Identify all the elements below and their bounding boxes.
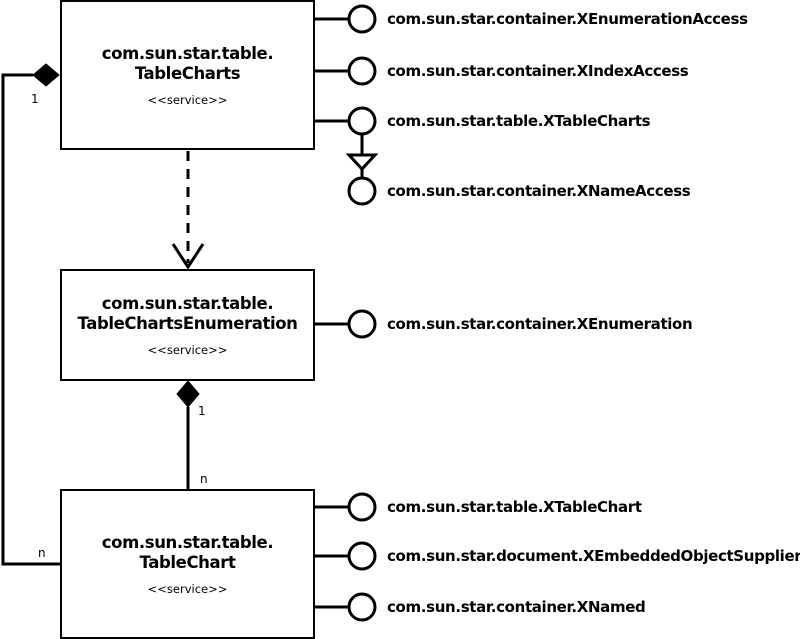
service-title-line1: com.sun.star.table. [101, 43, 274, 63]
interface-lollipop [347, 309, 377, 339]
service-stereotype: <<service>> [147, 92, 228, 107]
multiplicity-label: n [38, 546, 46, 560]
multiplicity-label: 1 [31, 92, 39, 106]
composition-line [1, 73, 61, 566]
service-title-line1: com.sun.star.table. [101, 532, 274, 552]
interface-lollipop [347, 106, 377, 136]
service-title: com.sun.star.table. TableChartsEnumerati… [77, 294, 297, 334]
interface-lollipop [347, 541, 377, 571]
interface-label-xembeddedobjectsupplier: com.sun.star.document.XEmbeddedObjectSup… [387, 547, 800, 565]
service-box-tablecharts: com.sun.star.table. TableCharts <<servic… [60, 0, 315, 150]
composition-diamond [32, 63, 60, 87]
service-box-tablechart: com.sun.star.table. TableChart <<service… [60, 489, 315, 639]
service-title-line2: TableCharts [134, 63, 241, 83]
multiplicity-label: 1 [198, 404, 206, 418]
interface-label-xenumeration: com.sun.star.container.XEnumeration [387, 315, 693, 333]
interface-label-xtablecharts: com.sun.star.table.XTableCharts [387, 112, 651, 130]
service-title: com.sun.star.table. TableChart [101, 532, 274, 573]
multiplicity-label: n [200, 472, 208, 486]
interface-lollipop [347, 4, 377, 34]
interface-label-xnameaccess: com.sun.star.container.XNameAccess [387, 182, 691, 200]
service-box-tablechartsenumeration: com.sun.star.table. TableChartsEnumerati… [60, 269, 315, 381]
interface-lollipop [347, 592, 377, 622]
interface-lollipop [347, 176, 377, 206]
composition-diamond [176, 380, 200, 408]
interface-lollipop [347, 492, 377, 522]
inheritance-triangle [345, 153, 379, 172]
dependency-arrowhead [171, 243, 205, 270]
interface-label-xtablechart: com.sun.star.table.XTableChart [387, 498, 642, 516]
service-stereotype: <<service>> [147, 581, 228, 596]
service-stereotype: <<service>> [147, 342, 228, 357]
service-title: com.sun.star.table. TableCharts [101, 43, 274, 84]
interface-label-xindexaccess: com.sun.star.container.XIndexAccess [387, 62, 689, 80]
interface-label-xenumerationaccess: com.sun.star.container.XEnumerationAcces… [387, 10, 748, 28]
interface-lollipop [347, 56, 377, 86]
interface-label-xnamed: com.sun.star.container.XNamed [387, 598, 646, 616]
service-title-line2: TableChartsEnumeration [77, 313, 298, 333]
service-title-line2: TableChart [139, 552, 236, 572]
service-title-line1: com.sun.star.table. [101, 293, 274, 313]
